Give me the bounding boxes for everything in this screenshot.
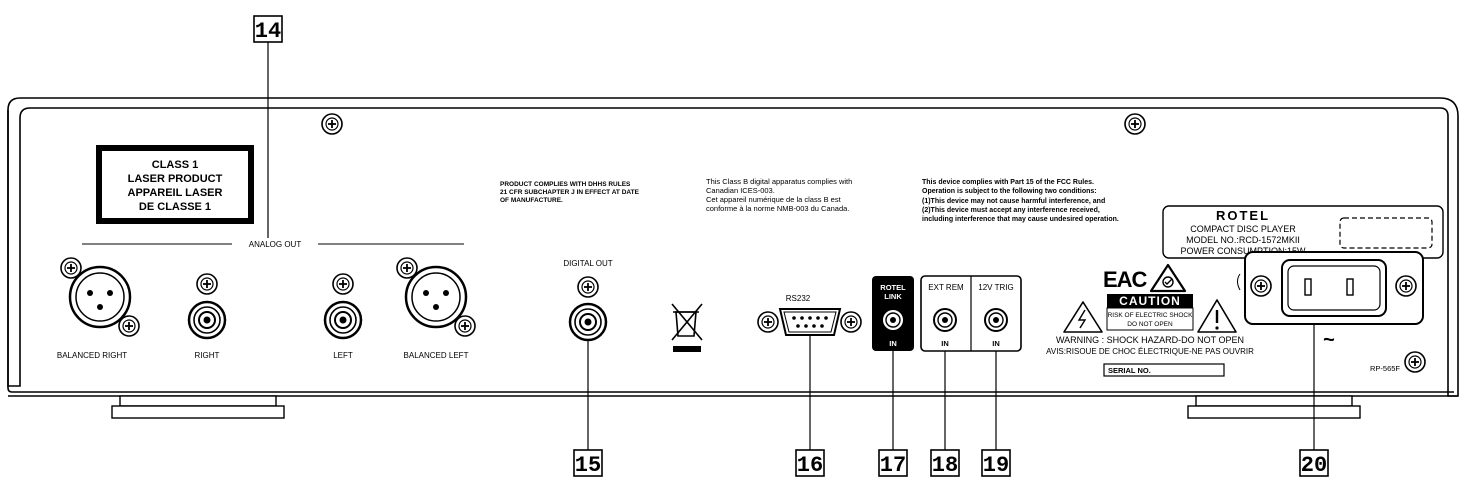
svg-text:DE CLASSE 1: DE CLASSE 1 [139,201,211,213]
svg-text:MODEL NO.:RCD-1572MKII: MODEL NO.:RCD-1572MKII [1186,235,1300,245]
svg-text:RS232: RS232 [786,294,811,303]
weee-bin-icon [671,303,703,352]
svg-text:AVIS:RISOUE DE CHOC ÉLECTRIQUE: AVIS:RISOUE DE CHOC ÉLECTRIQUE-NE PAS OU… [1046,347,1254,356]
left-rca-jack [323,300,363,340]
svg-text:(2)This device must accept any: (2)This device must accept any interfere… [922,207,1100,214]
svg-text:21 CFR SUBCHAPTER J IN EFFECT: 21 CFR SUBCHAPTER J IN EFFECT AT DATE [500,189,640,196]
callout-19: 19 [983,453,1009,478]
svg-text:This Class B digital apparatus: This Class B digital apparatus complies … [706,177,852,186]
svg-text:WARNING : SHOCK HAZARD-DO NOT: WARNING : SHOCK HAZARD-DO NOT OPEN [1056,335,1244,345]
svg-text:This device complies with Part: This device complies with Part 15 of the… [922,179,1094,186]
right-foot [1195,395,1353,407]
callout-17: 17 [880,453,906,478]
ac-inlet-socket [1281,259,1387,317]
svg-text:LINK: LINK [884,292,902,301]
svg-text:12V TRIG: 12V TRIG [978,283,1013,292]
serial-number-box [1103,363,1225,377]
svg-text:IN: IN [941,339,949,348]
svg-text:EXT REM: EXT REM [928,283,964,292]
svg-text:LASER PRODUCT: LASER PRODUCT [128,173,223,185]
svg-text:DIGITAL OUT: DIGITAL OUT [563,259,612,268]
svg-text:LEFT: LEFT [333,351,353,360]
svg-text:RISK OF ELECTRIC SHOCK: RISK OF ELECTRIC SHOCK [1108,312,1194,319]
svg-text:OF MANUFACTURE.: OF MANUFACTURE. [500,197,563,204]
svg-text:POWER CONSUMPTION:15W: POWER CONSUMPTION:15W [1180,246,1306,256]
balanced-left-xlr [404,265,468,329]
rotel-link-jack [881,308,905,332]
svg-text:Operation is subject to the fo: Operation is subject to the following tw… [922,188,1097,195]
svg-text:IN: IN [992,339,1000,348]
svg-text:including interference that ma: including interference that may cause un… [922,216,1119,223]
side-screw [1404,351,1426,373]
callout-20: 20 [1301,453,1327,478]
exclamation-warning-icon [1197,299,1237,333]
eac-mark: EAC [1103,267,1148,292]
balanced-right-xlr [68,265,132,329]
callout-18: 18 [932,453,958,478]
svg-text:PRODUCT COMPLIES WITH DHHS RUL: PRODUCT COMPLIES WITH DHHS RULES [500,181,631,188]
callout-16: 16 [797,453,823,478]
callout-15: 15 [575,453,601,478]
svg-text:IN: IN [889,339,897,348]
svg-text:conforme à la norme NMB-003 du: conforme à la norme NMB-003 du Canada. [706,204,849,213]
svg-text:BALANCED LEFT: BALANCED LEFT [404,351,469,360]
trig-jack [984,308,1008,332]
analog-out-label: ANALOG OUT [249,240,302,249]
rs232-connector [778,308,842,336]
top-screw-right [1124,113,1146,135]
svg-text:RIGHT: RIGHT [195,351,220,360]
svg-text:COMPACT DISC PLAYER: COMPACT DISC PLAYER [1190,224,1296,234]
ext-rem-jack [933,308,957,332]
svg-text:CLASS 1: CLASS 1 [152,159,198,171]
lightning-warning-icon [1063,301,1103,333]
svg-text:ROTEL: ROTEL [880,283,906,292]
svg-text:CAUTION: CAUTION [1119,294,1181,308]
svg-text:(1)This device may not cause h: (1)This device may not cause harmful int… [922,198,1105,205]
caution-box [1107,294,1193,308]
top-screw-left [321,113,343,135]
part-number: RP-565F [1370,364,1400,373]
svg-text:Canadian ICES-003.: Canadian ICES-003. [706,186,775,195]
svg-text:DO NOT OPEN: DO NOT OPEN [1127,321,1173,328]
svg-text:SERIAL NO.: SERIAL NO. [1108,366,1151,375]
callout-14: 14 [255,19,281,44]
brand-logo: ROTEL [1216,208,1270,223]
svg-text:BALANCED RIGHT: BALANCED RIGHT [57,351,127,360]
digital-out-rca-jack [568,302,608,342]
svg-text:APPAREIL LASER: APPAREIL LASER [128,187,223,199]
chassis-outline [7,97,1459,397]
left-foot [119,395,277,407]
ac-symbol: ~ [1323,329,1335,351]
right-rca-jack [187,300,227,340]
svg-text:Cet appareil numérique de la c: Cet appareil numérique de la class B est [706,195,842,204]
rcm-mark-icon [1149,263,1187,293]
